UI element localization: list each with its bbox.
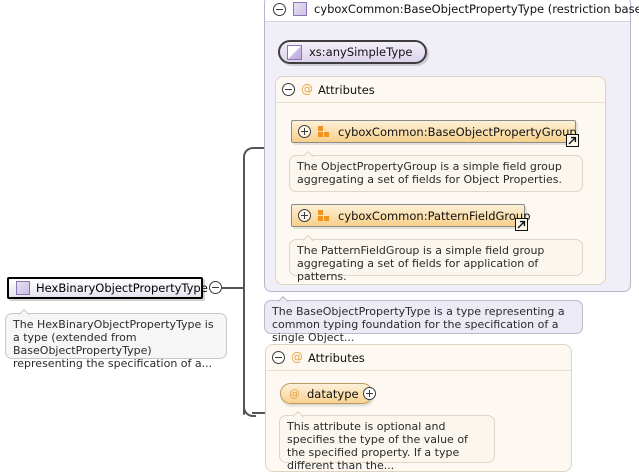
complex-type-swatch-icon (293, 2, 307, 16)
connector-bottom-elbow-horizontal (252, 412, 274, 414)
group-ref-label: cyboxCommon:PatternFieldGroup (338, 208, 531, 223)
model-group-icon (318, 126, 330, 137)
external-link-arrow-icon[interactable] (566, 134, 579, 147)
external-link-arrow-icon[interactable] (515, 218, 528, 231)
base-attributes-label: Attributes (318, 82, 375, 97)
bubble-notch (278, 296, 289, 302)
simple-type-node[interactable]: xs:anySimpleType (278, 40, 427, 64)
root-type-node[interactable]: HexBinaryObjectPropertyType (7, 277, 208, 299)
connector-stub-from-root (222, 287, 244, 289)
bubble-notch (303, 151, 314, 157)
bubble-notch (293, 411, 304, 417)
base-panel-collapse-minus-circle-icon[interactable] (273, 2, 286, 16)
attribute-datatype[interactable]: @ datatype (280, 383, 373, 404)
root-collapse-minus-circle-icon[interactable] (209, 281, 222, 294)
group-ref-pattern-field-group[interactable]: cyboxCommon:PatternFieldGroup (291, 204, 531, 231)
connector-bottom-elbow-corner (243, 404, 256, 417)
group-ref-base-object-property-group[interactable]: cyboxCommon:BaseObjectPropertyGroup (291, 120, 579, 147)
root-type-label: HexBinaryObjectPropertyType (36, 281, 208, 295)
own-attributes-collapse-minus-circle-icon[interactable] (272, 351, 285, 364)
group-ref-expand-plus-circle-icon[interactable] (298, 125, 311, 138)
attribute-datatype-expand-plus-circle-icon[interactable] (363, 387, 376, 400)
group-ref-pattern-field-group-documentation: The PatternFieldGroup is a simple field … (289, 239, 583, 283)
at-sign-icon: @ (291, 350, 303, 364)
base-type-documentation: The BaseObjectPropertyType is a type rep… (264, 300, 583, 344)
base-panel-header[interactable]: cyboxCommon:BaseObjectPropertyType (rest… (265, 0, 639, 22)
simple-type-label: xs:anySimpleType (309, 45, 413, 59)
group-ref-expand-plus-circle-icon[interactable] (298, 209, 311, 222)
model-group-icon (318, 210, 330, 221)
complex-type-swatch-icon (16, 281, 30, 295)
base-panel-title: cyboxCommon:BaseObjectPropertyType (rest… (314, 2, 639, 16)
bubble-notch (19, 309, 30, 315)
root-type-documentation: The HexBinaryObjectPropertyType is a typ… (5, 313, 227, 370)
attribute-datatype-label: datatype (307, 386, 359, 401)
bubble-notch (303, 235, 314, 241)
group-ref-base-object-property-group-documentation: The ObjectPropertyGroup is a simple fiel… (289, 155, 583, 192)
base-attributes-header[interactable]: @ Attributes (276, 77, 605, 103)
simple-type-icon (287, 44, 302, 60)
base-attributes-collapse-minus-circle-icon[interactable] (282, 83, 295, 96)
attribute-datatype-documentation: This attribute is optional and specifies… (279, 415, 495, 472)
group-ref-label: cyboxCommon:BaseObjectPropertyGroup (338, 124, 577, 139)
connector-top-elbow-corner (243, 147, 256, 160)
at-sign-icon: @ (301, 82, 313, 96)
own-attributes-header[interactable]: @ Attributes (266, 345, 571, 371)
connector-top-elbow-horizontal (252, 147, 274, 149)
at-sign-icon: @ (289, 387, 300, 400)
own-attributes-label: Attributes (308, 350, 365, 365)
connector-vertical-bracket (243, 155, 245, 415)
